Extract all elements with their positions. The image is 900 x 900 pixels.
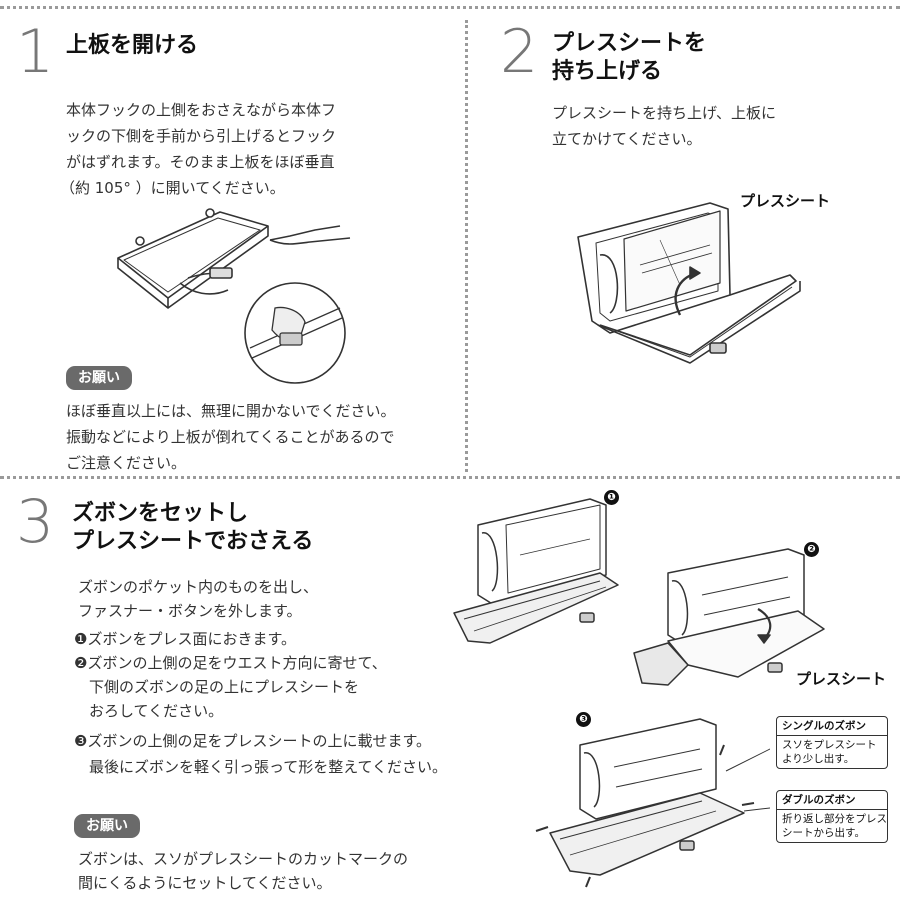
step3-note-line: ズボンは、スソがプレスシートのカットマークの bbox=[78, 850, 409, 868]
callout-single-title: シングルのズボン bbox=[777, 719, 887, 736]
fig-marker-2: ❷ bbox=[804, 542, 819, 557]
callout-single-line: スソをプレスシート bbox=[782, 739, 877, 751]
middle-dotted-divider bbox=[0, 476, 900, 479]
step3-title-line: ズボンをセットし bbox=[72, 501, 249, 526]
vertical-dotted-divider bbox=[465, 20, 468, 472]
step3-item-3-line: 最後にズボンを軽く引っ張って形を整えてください。 bbox=[74, 758, 448, 776]
step1-note-line: ご注意ください。 bbox=[66, 454, 187, 472]
step1-note-badge: お願い bbox=[66, 366, 132, 390]
step3-item-2-line: 下側のズボンの足の上にプレスシートを bbox=[74, 678, 360, 696]
step2-body-line: プレスシートを持ち上げ、上板に bbox=[552, 104, 776, 122]
top-dotted-border bbox=[0, 6, 900, 9]
step3-intro-line: ズボンのポケット内のものを出し、 bbox=[78, 578, 319, 596]
fig-marker-3: ❸ bbox=[576, 712, 591, 727]
step3-fig1-trousers-placed bbox=[453, 498, 619, 644]
step3-item-3-line: ❸ズボンの上側の足をプレスシートの上に載せます。 bbox=[74, 732, 431, 750]
step3-title-line: プレスシートでおさえる bbox=[72, 528, 314, 554]
step2-title: プレスシートを 持ち上げる bbox=[552, 30, 706, 85]
fig-marker-1: ❶ bbox=[604, 490, 619, 505]
step3-intro-line: ファスナー・ボタンを外します。 bbox=[78, 602, 302, 620]
step3-item-1-line: ❶ズボンをプレス面におきます。 bbox=[74, 630, 296, 648]
step3-fig3-trousers-set bbox=[535, 718, 770, 888]
callout-double-trousers: ダブルのズボン 折り返し部分をプレス シートから出す。 bbox=[776, 790, 888, 843]
step2-body-line: 立てかけてください。 bbox=[552, 130, 702, 148]
callout-single-trousers: シングルのズボン スソをプレスシート より少し出す。 bbox=[776, 716, 888, 769]
step1-note-line: ほぼ垂直以上には、無理に開かないでください。 bbox=[66, 402, 396, 420]
step2-title-line: 持ち上げる bbox=[552, 58, 663, 84]
step1-open-lid-illustration bbox=[117, 208, 351, 384]
callout-single-line: より少し出す。 bbox=[782, 753, 855, 765]
callout-double-title: ダブルのズボン bbox=[777, 793, 887, 810]
step1-body-line: （約 105° ）に開いてください。 bbox=[60, 179, 285, 197]
callout-double-line: シートから出す。 bbox=[782, 827, 865, 839]
step2-number: 2 bbox=[500, 17, 539, 87]
step2-title-line: プレスシートを bbox=[552, 31, 707, 56]
step1-body-line: 本体フックの上側をおさえながら本体フ bbox=[66, 101, 337, 119]
step3-item-2-line: ❷ズボンの上側の足をウエスト方向に寄せて、 bbox=[74, 654, 387, 672]
step3-press-sheet-label: プレスシート bbox=[796, 670, 887, 688]
step3-note-badge: お願い bbox=[74, 814, 140, 838]
callout-double-line: 折り返し部分をプレス bbox=[782, 813, 887, 825]
step3-fig2-sheet-lowered bbox=[633, 548, 825, 686]
step1-body-line: ックの下側を手前から引上げるとフック bbox=[66, 127, 337, 145]
step3-title: ズボンをセットし プレスシートでおさえる bbox=[72, 500, 313, 555]
step1-note-line: 振動などにより上板が倒れてくることがあるので bbox=[66, 428, 395, 446]
step2-press-sheet-label: プレスシート bbox=[740, 192, 831, 210]
step1-body-line: がはずれます。そのまま上板をほぼ垂直 bbox=[66, 153, 335, 171]
step2-lift-sheet-illustration bbox=[577, 202, 801, 364]
step3-number: 3 bbox=[16, 487, 55, 557]
step3-item-2-line: おろしてください。 bbox=[74, 702, 224, 720]
step1-title: 上板を開ける bbox=[66, 33, 199, 58]
step1-number: 1 bbox=[16, 17, 55, 87]
step3-note-line: 間にくるようにセットしてください。 bbox=[78, 874, 332, 892]
